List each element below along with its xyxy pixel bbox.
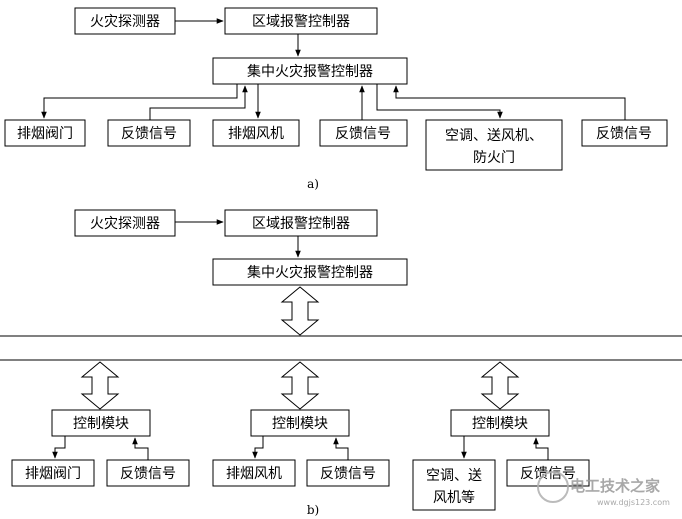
control-module-box-2 [250, 409, 350, 437]
feedback-box-b-1 [106, 459, 190, 487]
hvac-box-b [412, 459, 496, 511]
arrow-module1-to-valve [52, 436, 66, 459]
arrow-feedback3-to-module3 [533, 437, 549, 460]
feedback-box-a-3 [581, 119, 668, 147]
hvac-label-b-line1: 空调、送 [426, 468, 482, 484]
feedback-label-a-1: 反馈信号 [121, 126, 177, 142]
feedback-box-b-2 [306, 459, 390, 487]
detector-box-a [74, 7, 176, 35]
diagram-b: 火灾探测器 区域报警控制器 集中火灾报警控制器 控制模块 控制模块 控制模块 排… [0, 209, 682, 517]
control-module-label-1: 控制模块 [73, 416, 129, 432]
feedback-label-a-3: 反馈信号 [596, 126, 652, 142]
area-controller-box-a [224, 7, 378, 35]
caption-a: a) [307, 177, 319, 191]
area-controller-label-b: 区域报警控制器 [252, 216, 350, 232]
hvac-label-a-line2: 防火门 [473, 150, 515, 166]
hvac-box-a [425, 119, 563, 171]
feedback-label-b-3: 反馈信号 [520, 466, 576, 482]
double-arrow-central-bus [280, 286, 320, 336]
feedback-label-b-1: 反馈信号 [120, 466, 176, 482]
double-arrow-module-3 [480, 361, 520, 410]
arrow-module2-to-fan [252, 436, 264, 459]
diagram-a: 火灾探测器 区域报警控制器 集中火灾报警控制器 排烟阀门 反馈信号 排烟风机 反… [4, 7, 668, 191]
detector-box-b [74, 209, 176, 237]
detector-label-b: 火灾探测器 [90, 215, 160, 232]
central-controller-box-b [212, 258, 408, 286]
double-arrow-module-2 [280, 361, 320, 410]
arrow-central-to-valve-a [41, 84, 238, 119]
area-controller-box-b [224, 209, 378, 237]
central-controller-label-a: 集中火灾报警控制器 [247, 63, 373, 80]
exhaust-fan-box-a [212, 119, 300, 147]
watermark-logo-icon [537, 471, 569, 503]
feedback-label-b-2: 反馈信号 [320, 466, 376, 482]
control-module-box-3 [450, 409, 550, 437]
central-controller-label-b: 集中火灾报警控制器 [247, 264, 373, 281]
feedback-label-a-2: 反馈信号 [335, 126, 391, 142]
central-controller-box-a [212, 57, 408, 85]
arrow-feedback1-to-module1 [132, 437, 149, 460]
hvac-label-b-line2: 风机等 [433, 489, 475, 506]
arrow-central-to-hvac-a [376, 84, 503, 119]
arrow-feedback3-to-central-a [393, 85, 626, 120]
control-module-box-1 [51, 409, 151, 437]
watermark-title: 电工技术之家 [570, 477, 660, 495]
hvac-label-a-line1: 空调、送风机、 [445, 128, 543, 144]
exhaust-valve-label-a: 排烟阀门 [17, 126, 73, 142]
exhaust-valve-box-b [11, 459, 95, 487]
feedback-box-a-2 [319, 119, 408, 147]
control-module-label-3: 控制模块 [472, 416, 528, 432]
watermark: 电工技术之家 www.dgjs123.com [537, 471, 670, 507]
detector-label-a: 火灾探测器 [90, 13, 160, 30]
exhaust-fan-label-b: 排烟风机 [226, 466, 282, 482]
arrow-feedback2-to-module2 [333, 437, 349, 460]
arrow-feedback1-to-central-a [149, 85, 248, 120]
feedback-box-a-1 [107, 119, 191, 147]
control-module-label-2: 控制模块 [272, 416, 328, 432]
watermark-url: www.dgjs123.com [597, 498, 670, 507]
exhaust-fan-box-b [212, 459, 296, 487]
exhaust-fan-label-a: 排烟风机 [228, 126, 284, 142]
caption-b: b) [307, 503, 319, 517]
exhaust-valve-box-a [4, 119, 86, 147]
double-arrow-module-1 [80, 361, 120, 410]
exhaust-valve-label-b: 排烟阀门 [25, 466, 81, 482]
area-controller-label-a: 区域报警控制器 [252, 14, 350, 30]
